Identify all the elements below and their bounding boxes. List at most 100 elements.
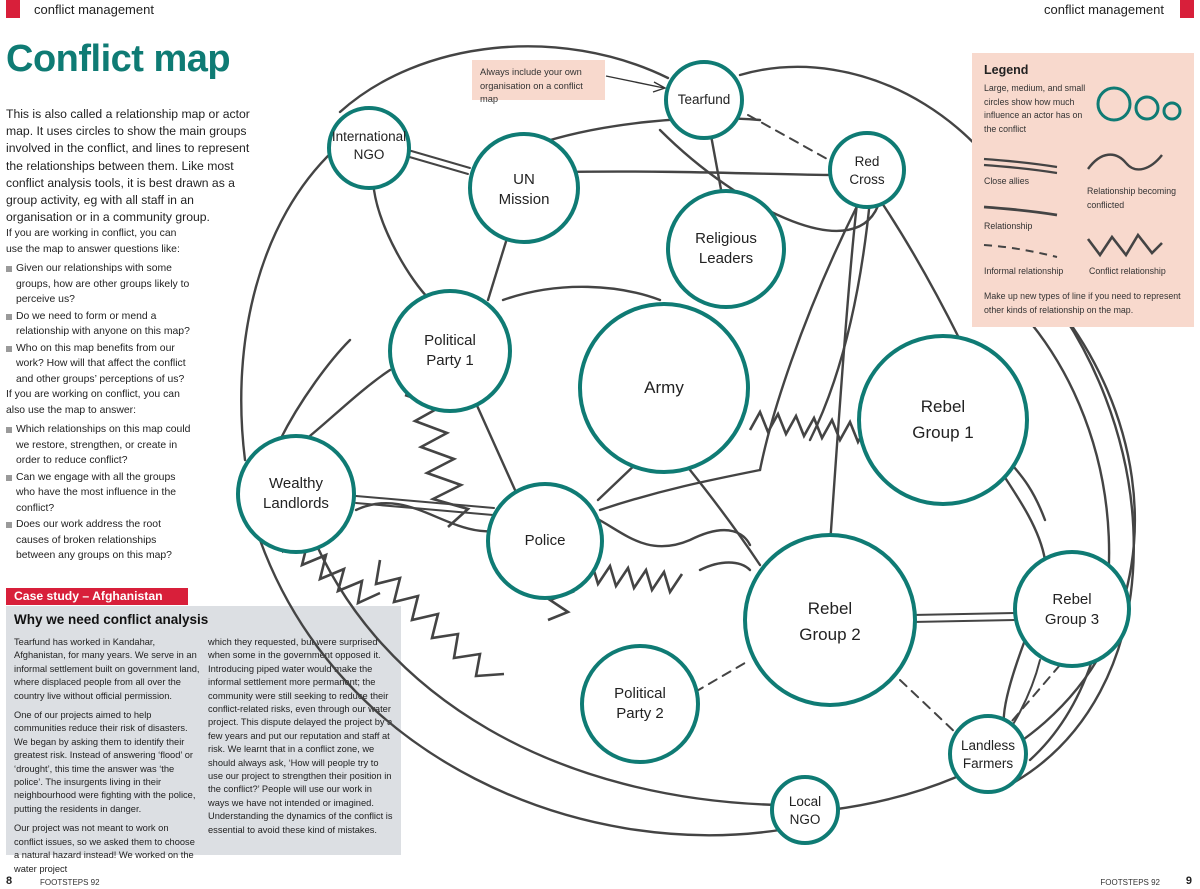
case-paragraph: which they requested, but were surprised…: [208, 637, 393, 835]
actor-label-local-ngo: Local NGO: [788, 794, 822, 827]
close-allies-line: [405, 155, 469, 175]
page-title: Conflict map: [6, 38, 231, 80]
actor-label-red-cross: Red Cross: [849, 154, 885, 187]
relationship-line: [278, 338, 352, 442]
case-study-column-2: which they requested, but were surprised…: [208, 636, 394, 843]
actor-circle-international-ngo: [327, 106, 411, 190]
actor-circle-un-mission: [468, 132, 580, 244]
relationship-line: [758, 198, 862, 472]
note-arrow-icon: [605, 75, 665, 89]
list-item: Given our relationships with some groups…: [6, 261, 191, 308]
informal-relationship-line: [747, 114, 839, 166]
case-study-column-1: Tearfund has worked in Kandahar, Afghani…: [14, 636, 200, 882]
publication-name-left: FOOTSTEPS 92: [40, 878, 100, 887]
actor-circle-rebel-group-1: [857, 334, 1029, 506]
conflict-relationship-icon: [1086, 232, 1163, 258]
relationship-line: [998, 288, 1111, 762]
actor-circle-political-party-2: [580, 644, 700, 764]
actor-label-tearfund: Tearfund: [677, 92, 731, 107]
legend-informal: Informal relationship: [984, 266, 1064, 276]
relationship-line: [558, 170, 837, 177]
list-item: Can we engage with all the groups who ha…: [6, 470, 191, 517]
case-study-box: Why we need conflict analysis Tearfund h…: [6, 606, 401, 874]
relationship-line: [501, 285, 662, 302]
relationship-line: [698, 561, 752, 572]
close-allies-line: [407, 149, 471, 169]
actor-label-un-mission: UN Mission: [498, 171, 550, 208]
becoming-conflicted-icon: [1087, 153, 1163, 171]
relationship-line: [1002, 638, 1027, 732]
relationship-line: [708, 128, 724, 197]
case-paragraph: Our project was not meant to work on con…: [14, 823, 195, 874]
conflict-relationship-line: [578, 561, 684, 596]
actor-circle-wealthy-landlords: [236, 434, 356, 554]
informal-relationship-line: [899, 679, 959, 736]
relationship-icon: [983, 205, 1058, 217]
section-header-right: conflict management: [1044, 2, 1164, 17]
actor-label-political-party-1: Political Party 1: [424, 332, 476, 369]
annotation-note: Always include your own organisation on …: [472, 60, 605, 104]
actor-label-rebel-group-1: Rebel Group 1: [912, 397, 974, 442]
actor-label-landless-farmers: Landless Farmers: [960, 738, 1016, 771]
working-on-lead: If you are working on conflict, you can …: [6, 389, 180, 416]
relationship-line: [372, 188, 432, 302]
case-study-heading: Why we need conflict analysis: [14, 612, 209, 627]
actor-label-rebel-group-3: Rebel Group 3: [1044, 591, 1100, 628]
actor-label-political-party-2: Political Party 2: [614, 685, 666, 722]
relationship-line: [878, 198, 962, 342]
working-on-section: If you are working on conflict, you can …: [6, 387, 191, 565]
intro-paragraph: This is also called a relationship map o…: [6, 107, 250, 225]
actor-label-religious-leaders: Religious Leaders: [695, 230, 757, 267]
conflict-relationship-line: [374, 559, 505, 678]
informal-relationship-icon: [983, 244, 1058, 258]
relationship-line: [486, 233, 510, 302]
actor-label-police: Police: [524, 532, 566, 549]
case-paragraph: One of our projects aimed to help commun…: [14, 710, 196, 814]
informal-relationship-line: [999, 664, 1061, 736]
actor-circle-tearfund: [664, 60, 744, 140]
list-item: Which relationships on this map could we…: [6, 422, 191, 469]
header-marker-left: [6, 0, 20, 18]
actor-circle-landless-farmers: [948, 714, 1028, 794]
actor-circle-red-cross: [828, 131, 906, 209]
list-item: Do we need to form or mend a relationshi…: [6, 309, 191, 340]
list-item: Does our work address the root causes of…: [6, 517, 191, 564]
case-study-tag: Case study – Afghanistan: [6, 588, 188, 605]
conflict-relationship-line: [404, 393, 471, 528]
legend: Legend Large, medium, and small circles …: [972, 53, 1194, 327]
relationship-line: [658, 128, 882, 232]
publication-name-right: FOOTSTEPS 92: [1100, 878, 1160, 887]
header-marker-right: [1180, 0, 1194, 18]
legend-footer-text: Make up new types of line if you need to…: [984, 291, 1181, 315]
actor-circle-police: [486, 482, 604, 600]
relationship-line: [998, 468, 1047, 562]
actor-label-wealthy-landlords: Wealthy Landlords: [263, 475, 329, 512]
case-paragraph: Tearfund has worked in Kandahar, Afghani…: [14, 637, 200, 701]
legend-circles-icon: [1096, 86, 1182, 122]
close-allies-line: [911, 612, 1016, 616]
legend-close-allies: Close allies: [984, 176, 1029, 186]
page-number-left: 8: [6, 875, 13, 887]
relationship-line: [598, 468, 762, 512]
relationship-line: [258, 538, 782, 837]
actor-label-rebel-group-2: Rebel Group 2: [799, 599, 861, 644]
working-in-lead: If you are working in conflict, you can …: [6, 228, 180, 255]
section-header-left: conflict management: [34, 2, 154, 17]
relationship-line: [303, 368, 392, 442]
actor-label-international-ngo: International NGO: [331, 129, 407, 162]
legend-becoming-conflicted: Relationship becoming conflicted: [1087, 186, 1176, 210]
legend-conflict: Conflict relationship: [1089, 266, 1166, 276]
close-allies-line: [355, 502, 494, 516]
relationship-line: [688, 468, 762, 567]
relationship-line: [308, 528, 782, 807]
close-allies-line: [355, 495, 495, 509]
close-allies-icon: [983, 157, 1058, 175]
relationship-line: [240, 148, 336, 462]
legend-size-text: Large, medium, and small circles show ho…: [984, 83, 1086, 134]
legend-relationship: Relationship: [984, 221, 1033, 231]
legend-title: Legend: [984, 63, 1029, 77]
list-item: Who on this map benefits from our work? …: [6, 341, 191, 388]
note-arrow-icon: [652, 81, 667, 93]
informal-relationship-line: [694, 659, 751, 693]
actor-circle-army: [578, 302, 750, 474]
